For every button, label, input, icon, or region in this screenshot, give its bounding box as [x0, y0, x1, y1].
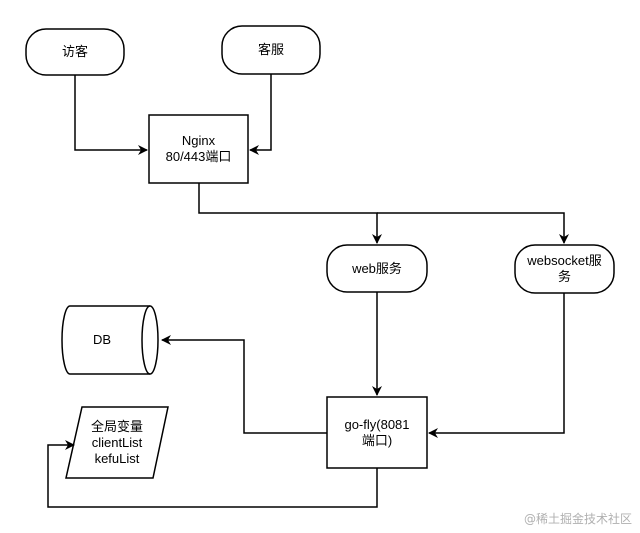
websocket-service-label: websocket服 务	[527, 253, 602, 284]
edge-visitor-nginx	[74, 75, 148, 155]
edge-nginx-websocket	[377, 212, 569, 244]
db-label: DB	[92, 332, 112, 347]
edge-nginx-web	[198, 183, 382, 244]
db-node	[61, 305, 159, 375]
edge-gofly-globals	[47, 440, 378, 508]
gofly-label: go-fly(8081 端口)	[344, 416, 410, 448]
watermark: @稀土掘金技术社区	[523, 512, 632, 526]
web-service-label: web服务	[352, 260, 402, 276]
globals-label: 全局变量 clientList kefuList	[90, 418, 143, 466]
nginx-label: Nginx 80/443端口	[165, 133, 232, 164]
globals-node	[65, 406, 169, 479]
gofly-node	[326, 396, 428, 469]
visitor-label: 访客	[61, 44, 88, 59]
edge-websocket-gofly	[428, 293, 565, 438]
support-label: 客服	[257, 42, 284, 57]
edge-gofly-db	[161, 335, 327, 434]
edge-support-nginx	[249, 74, 272, 155]
